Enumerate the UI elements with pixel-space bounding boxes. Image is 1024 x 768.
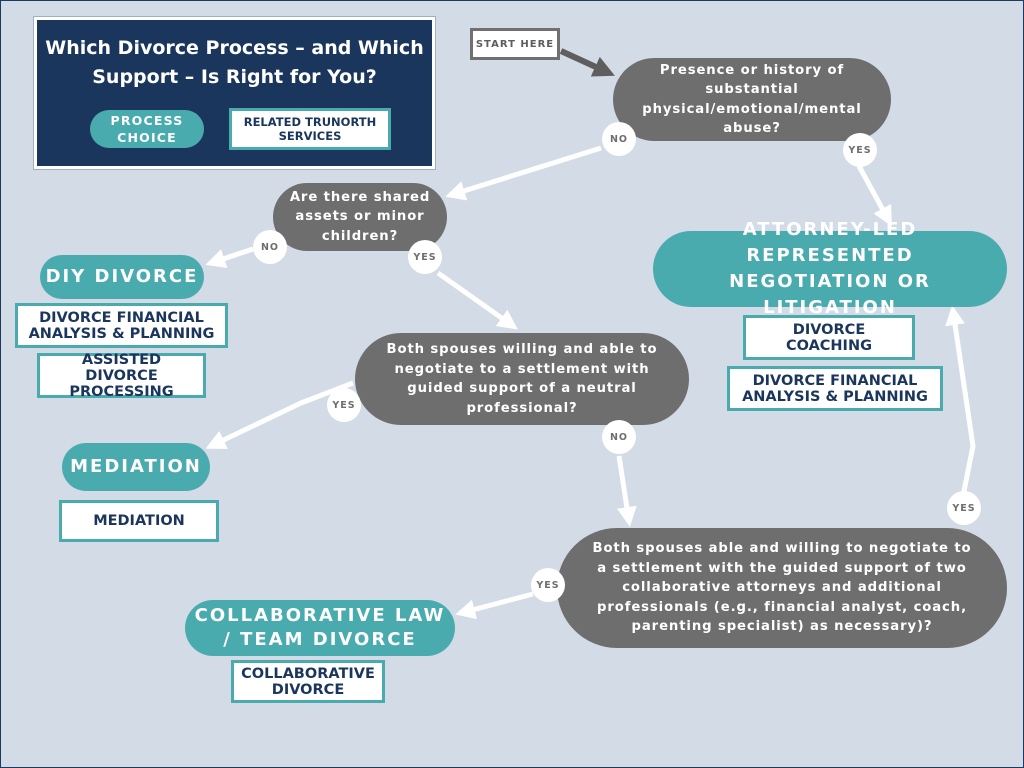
arrow-collaborative-no [455,591,534,620]
question-collaborative-text: Both spouses able and willing to negotia… [592,541,972,635]
badge-mediation-no: NO [602,420,636,454]
outcome-mediation: MEDIATION [62,443,210,491]
outcome-mediation-text: MEDIATION [70,456,202,477]
badge-abuse-no: NO [602,122,636,156]
question-mediation-text: Both spouses willing and able to negotia… [386,342,658,416]
arrow-assets-no [205,246,254,269]
badge-abuse-yes: YES [843,133,877,167]
outcome-collaborative-law-text: COLLABORATIVE LAW / TEAM DIVORCE [194,605,446,650]
question-collaborative: Both spouses able and willing to negotia… [557,528,1007,648]
outcome-attorney-led-text: ATTORNEY-LED REPRESENTED NEGOTIATION OR … [729,219,931,318]
service-mediation: MEDIATION [59,500,219,542]
legend-title: Which Divorce Process – and Which Suppor… [45,37,424,88]
question-shared-assets-text: Are there shared assets or minor childre… [289,189,431,244]
question-abuse: Presence or history of substantial physi… [613,58,891,141]
legend-panel: Which Divorce Process – and Which Suppor… [34,17,435,169]
service-attorney-financial: DIVORCE FINANCIAL ANALYSIS & PLANNING [727,366,943,411]
arrow-mediation-no [616,455,637,527]
question-abuse-text: Presence or history of substantial physi… [642,62,862,137]
arrow-start-to-abuse [559,48,615,77]
arrow-assets-yes [436,270,518,330]
outcome-diy-divorce-text: DIY DIVORCE [45,266,199,287]
question-shared-assets: Are there shared assets or minor childre… [273,183,447,251]
badge-assets-yes: YES [408,240,442,274]
service-diy-financial: DIVORCE FINANCIAL ANALYSIS & PLANNING [15,303,228,348]
badge-assets-no: NO [253,230,287,264]
service-collaborative-divorce: COLLABORATIVE DIVORCE [231,660,385,703]
service-attorney-coaching: DIVORCE COACHING [743,315,915,360]
arrow-abuse-yes [856,164,892,227]
arrow-abuse-no [445,145,602,201]
badge-collaborative-no: YES [531,568,565,602]
arrow-collaborative-yes-to-attorney [945,305,976,517]
question-mediation: Both spouses willing and able to negotia… [355,333,689,425]
outcome-diy-divorce: DIY DIVORCE [40,255,204,299]
legend-process-choice-pill: PROCESS CHOICE [90,110,204,148]
service-diy-assisted-processing: ASSISTED DIVORCE PROCESSING [37,352,206,400]
outcome-collaborative-law: COLLABORATIVE LAW / TEAM DIVORCE [185,600,455,656]
outcome-attorney-led: ATTORNEY-LED REPRESENTED NEGOTIATION OR … [653,219,1007,318]
legend-related-services-box: RELATED TRUNORTH SERVICES [229,108,391,150]
badge-mediation-yes: YES [327,388,361,422]
badge-collaborative-yes: YES [947,491,981,525]
start-here-label: START HERE [470,28,560,60]
